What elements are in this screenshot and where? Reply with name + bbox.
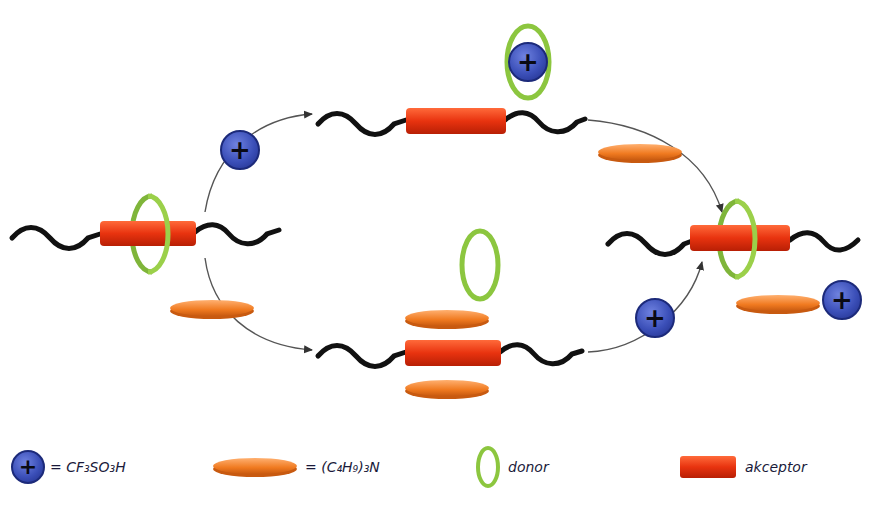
plus-sign: +	[517, 49, 539, 75]
acid-circle: +	[822, 280, 862, 320]
acid-circle: +	[635, 298, 675, 338]
acid-circle: +	[11, 450, 45, 484]
acid-circle: +	[508, 42, 548, 82]
legend-entry: = (C₄H₉)₃N	[305, 459, 380, 475]
legend-entry: donor	[508, 459, 549, 475]
legend-text: = CF₃SO₃H	[50, 459, 126, 475]
legend-text: = (C₄H₉)₃N	[305, 459, 380, 475]
legend-entry: = CF₃SO₃H	[50, 459, 126, 475]
acid-circle: +	[220, 130, 260, 170]
legend-entry: akceptor	[745, 459, 807, 475]
legend-text: donor	[508, 459, 549, 475]
plus-sign: +	[831, 287, 853, 313]
plus-sign: +	[19, 456, 37, 478]
plus-sign: +	[644, 305, 666, 331]
legend-text: akceptor	[745, 459, 807, 475]
plus-sign: +	[229, 137, 251, 163]
